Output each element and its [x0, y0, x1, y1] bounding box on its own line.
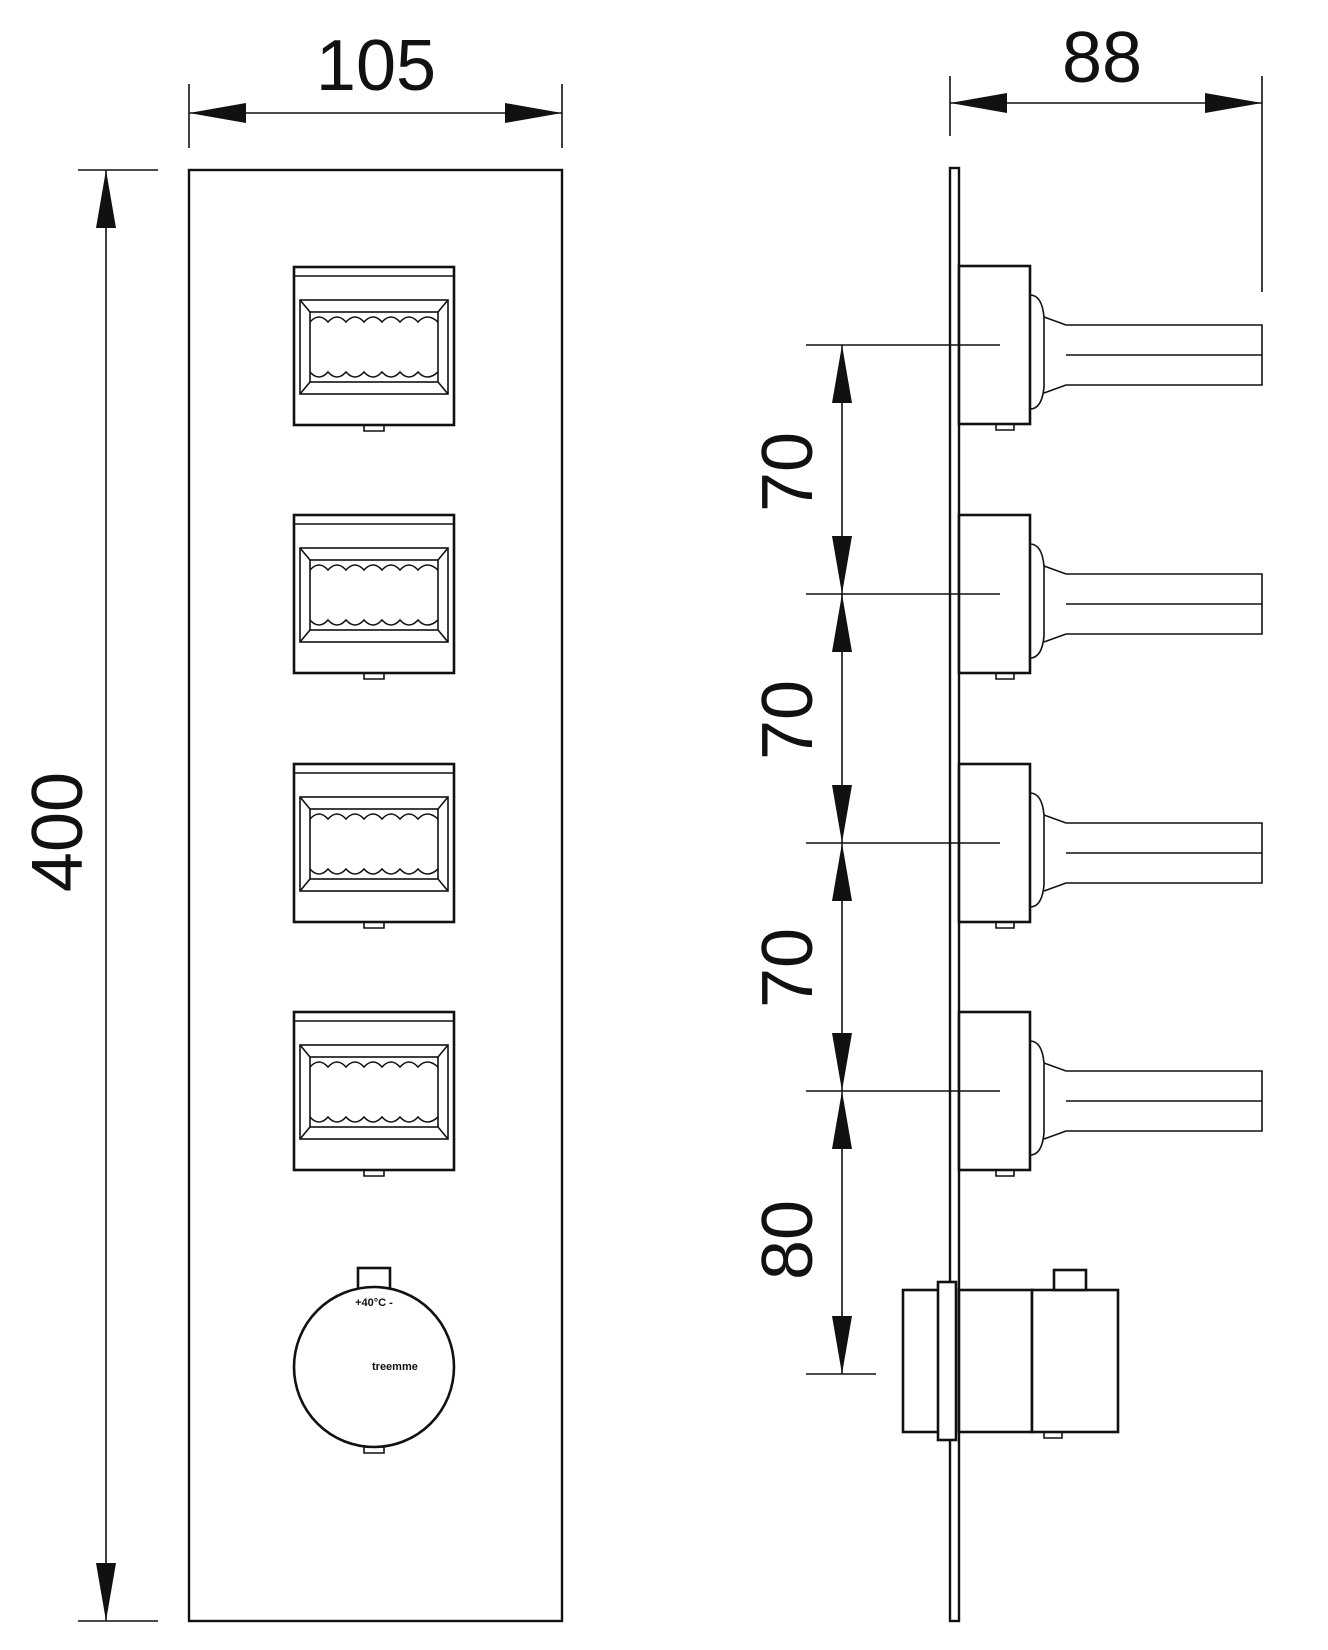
height-dimension: 400 [18, 169, 158, 1622]
side-lever-3 [957, 762, 1263, 929]
width-dimension: 105 [188, 26, 563, 148]
spacing-label-4: 80 [748, 1200, 828, 1280]
dial-temp-marking: +40°C - [355, 1297, 393, 1309]
height-label: 400 [18, 772, 98, 892]
dial-brand-marking: treemme [372, 1361, 418, 1373]
side-view: 88 [748, 18, 1263, 1623]
control-knob-3 [292, 762, 456, 929]
side-thermostat [901, 1268, 1120, 1442]
side-lever-4 [957, 1010, 1263, 1177]
spacing-dimensions: 70 70 70 80 [748, 344, 1000, 1375]
front-plate [187, 168, 564, 1623]
thermostat-dial: +40°C - treemme [292, 1266, 456, 1454]
control-knob-2 [292, 513, 456, 680]
spacing-label-1: 70 [748, 432, 828, 512]
spacing-label-3: 70 [748, 928, 828, 1008]
spacing-label-2: 70 [748, 680, 828, 760]
width-label: 105 [316, 26, 436, 106]
depth-label: 88 [1062, 18, 1142, 98]
front-view: 105 400 [18, 26, 564, 1623]
control-knob-4 [292, 1010, 456, 1177]
control-knob-1 [292, 265, 456, 432]
side-lever-1 [957, 264, 1263, 431]
depth-dimension: 88 [949, 18, 1263, 292]
side-lever-2 [957, 513, 1263, 680]
